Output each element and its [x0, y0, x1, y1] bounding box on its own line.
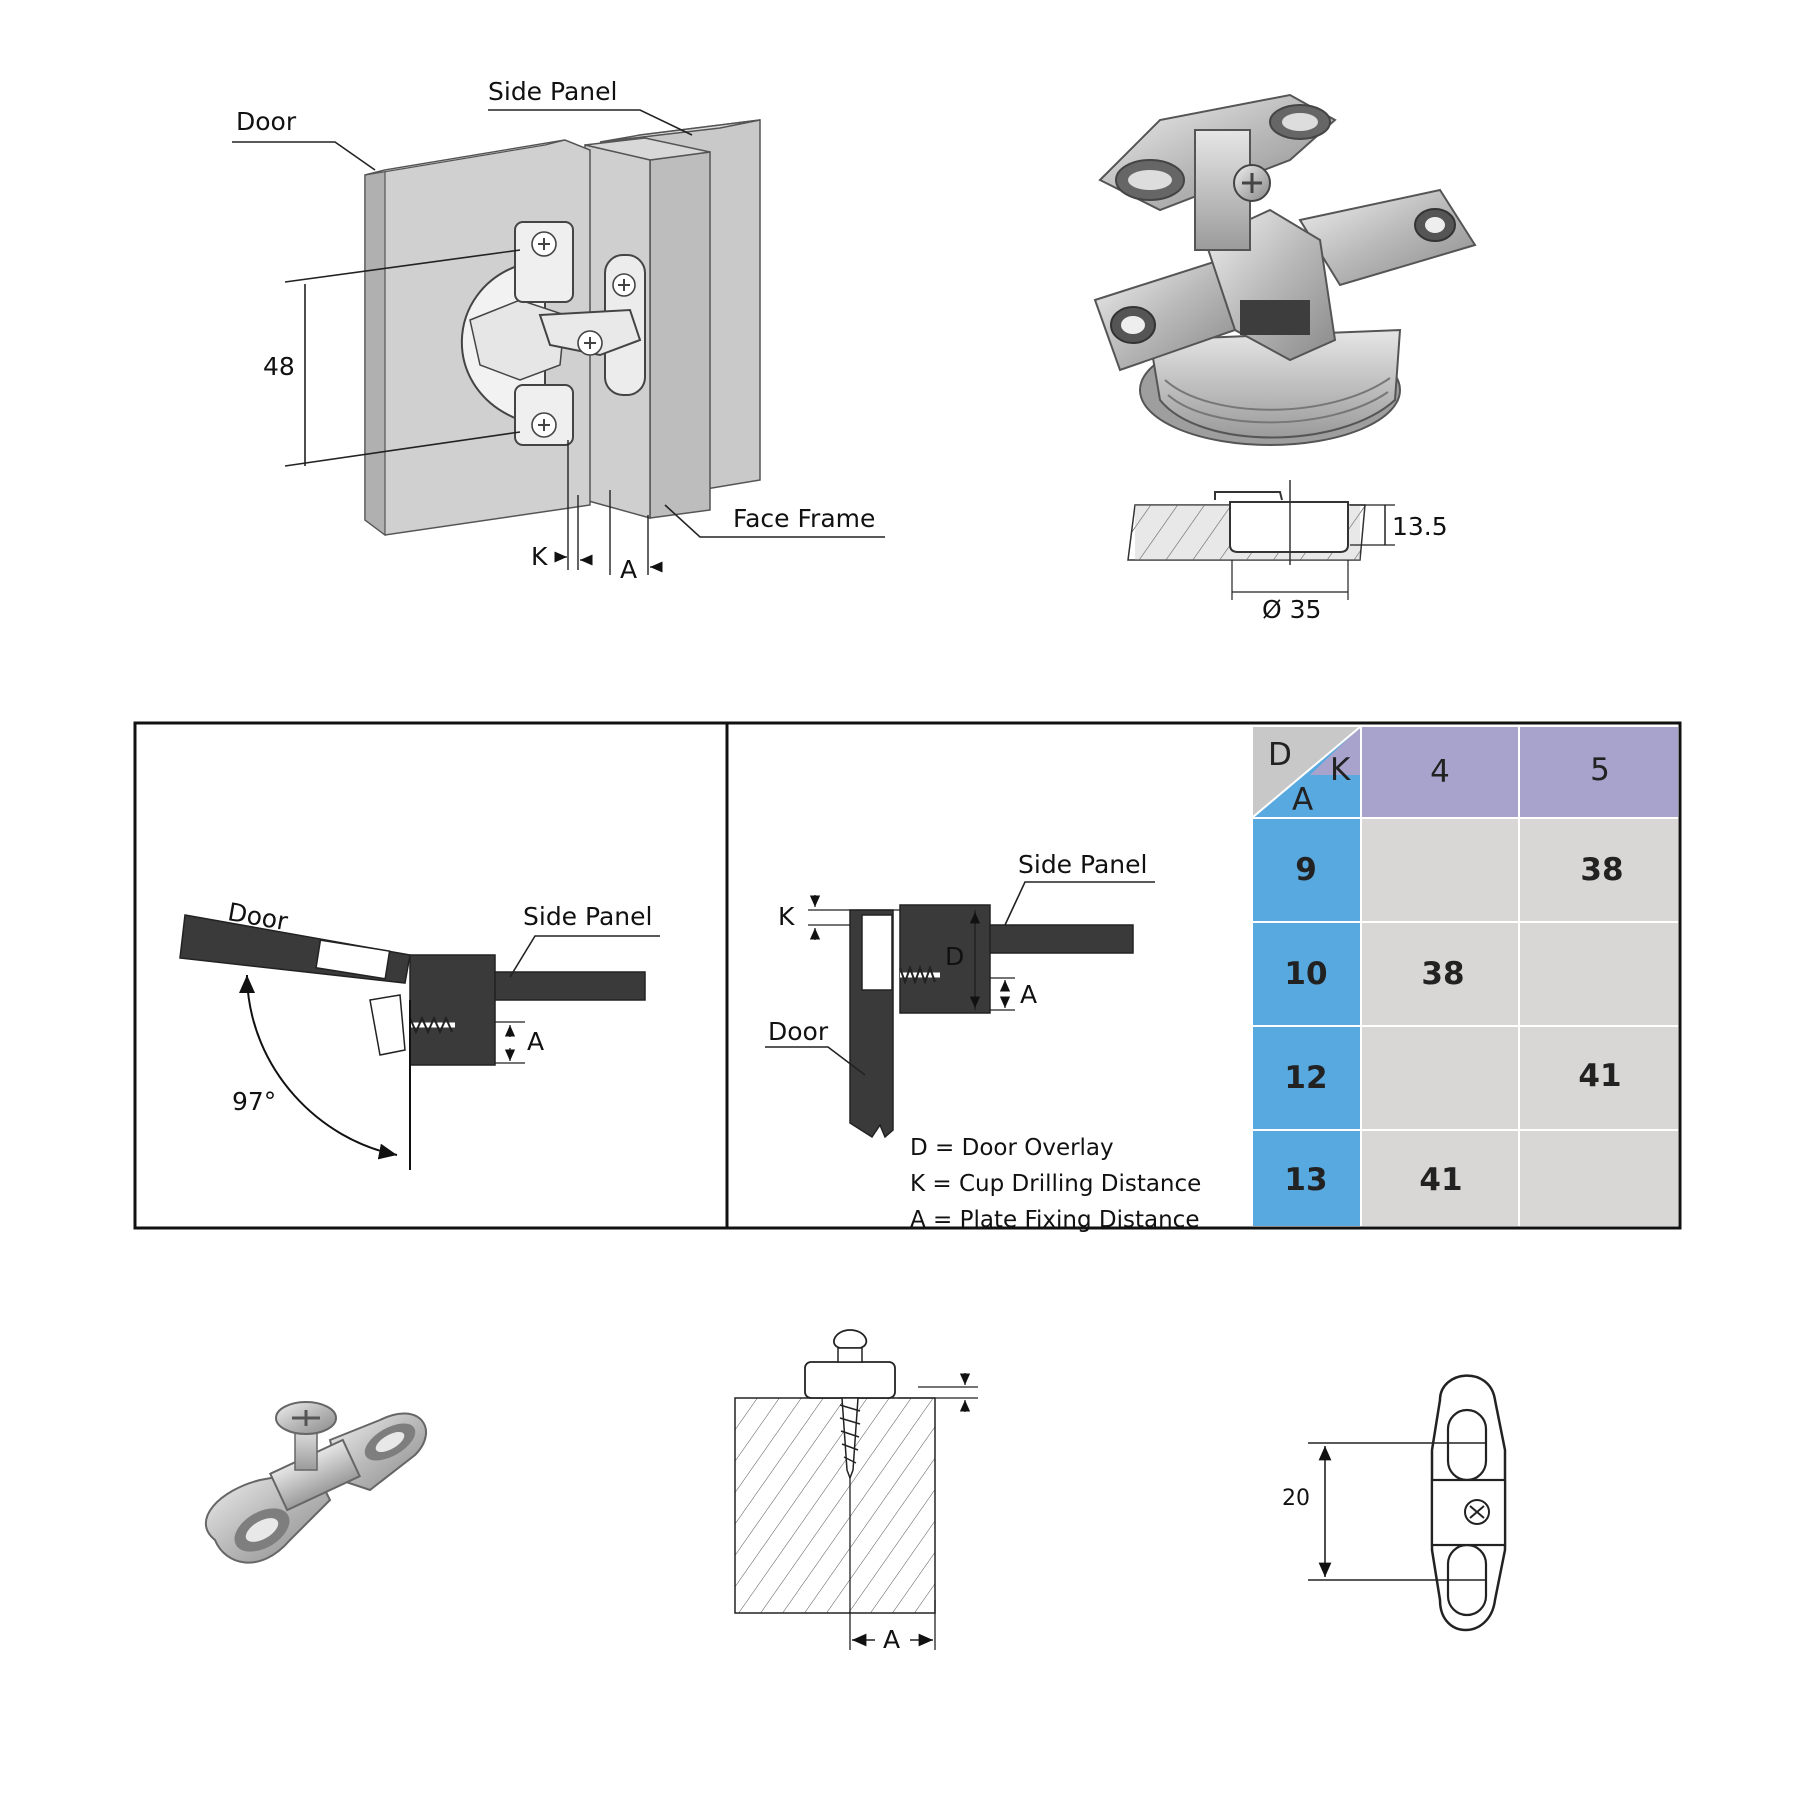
a-value-9: 9	[1295, 852, 1317, 888]
k-label-mid: K	[778, 902, 795, 931]
door-label: Door	[236, 107, 297, 136]
cell-10-4: 38	[1421, 956, 1464, 992]
overlay-diagram: K D A Side Panel Door D = Door Overlay K…	[765, 850, 1201, 1233]
cup-drilling-section: 13.5 Ø 35	[1127, 480, 1448, 624]
angle-label: 97°	[232, 1087, 276, 1116]
side-panel-label-mid: Side Panel	[1018, 850, 1147, 879]
side-panel-label-left: Side Panel	[523, 902, 652, 931]
cell-9-5: 38	[1580, 852, 1623, 888]
dim-20-label: 20	[1282, 1486, 1310, 1511]
definition-a: A = Plate Fixing Distance	[910, 1207, 1199, 1233]
a-value-12: 12	[1284, 1060, 1327, 1096]
definition-k: K = Cup Drilling Distance	[910, 1171, 1201, 1197]
cell-13-4: 41	[1419, 1162, 1462, 1198]
plate-fixing-section: A	[734, 1329, 978, 1654]
d-label-mid: D	[945, 942, 964, 971]
cell-12-5: 41	[1578, 1058, 1621, 1094]
diameter-label: Ø 35	[1262, 595, 1321, 624]
mounting-plate-illustration	[204, 1401, 427, 1564]
a-label-mid: A	[1020, 980, 1037, 1009]
opening-angle-diagram: Door Side Panel A 97°	[179, 897, 660, 1170]
a-value-13: 13	[1284, 1162, 1327, 1198]
mounting-diagram: 48 Door Side Panel Face Frame K A	[232, 77, 885, 584]
k-value-4: 4	[1430, 754, 1450, 790]
a-value-10: 10	[1284, 956, 1327, 992]
door-label-mid: Door	[768, 1017, 829, 1046]
spec-box	[133, 721, 1682, 1230]
a-label: A	[620, 555, 637, 584]
hinge-illustration	[1093, 93, 1477, 446]
table-header-d: D	[1268, 737, 1292, 773]
table-header-k: K	[1330, 752, 1351, 788]
definition-d: D = Door Overlay	[910, 1135, 1114, 1161]
dim-48-label: 48	[263, 352, 295, 381]
face-frame-label: Face Frame	[733, 504, 875, 533]
k-value-5: 5	[1590, 752, 1610, 788]
a-label-left: A	[527, 1027, 544, 1056]
a-label-bottom: A	[883, 1625, 900, 1654]
side-panel-label: Side Panel	[488, 77, 617, 106]
overlay-table: D K A 4 5 9 38 10 38 12 41 13 41	[1252, 726, 1678, 1226]
k-label: K	[531, 542, 548, 571]
table-header-a: A	[1292, 782, 1313, 818]
depth-label: 13.5	[1392, 512, 1448, 541]
mounting-plate-top-view: 20	[1282, 1374, 1507, 1632]
